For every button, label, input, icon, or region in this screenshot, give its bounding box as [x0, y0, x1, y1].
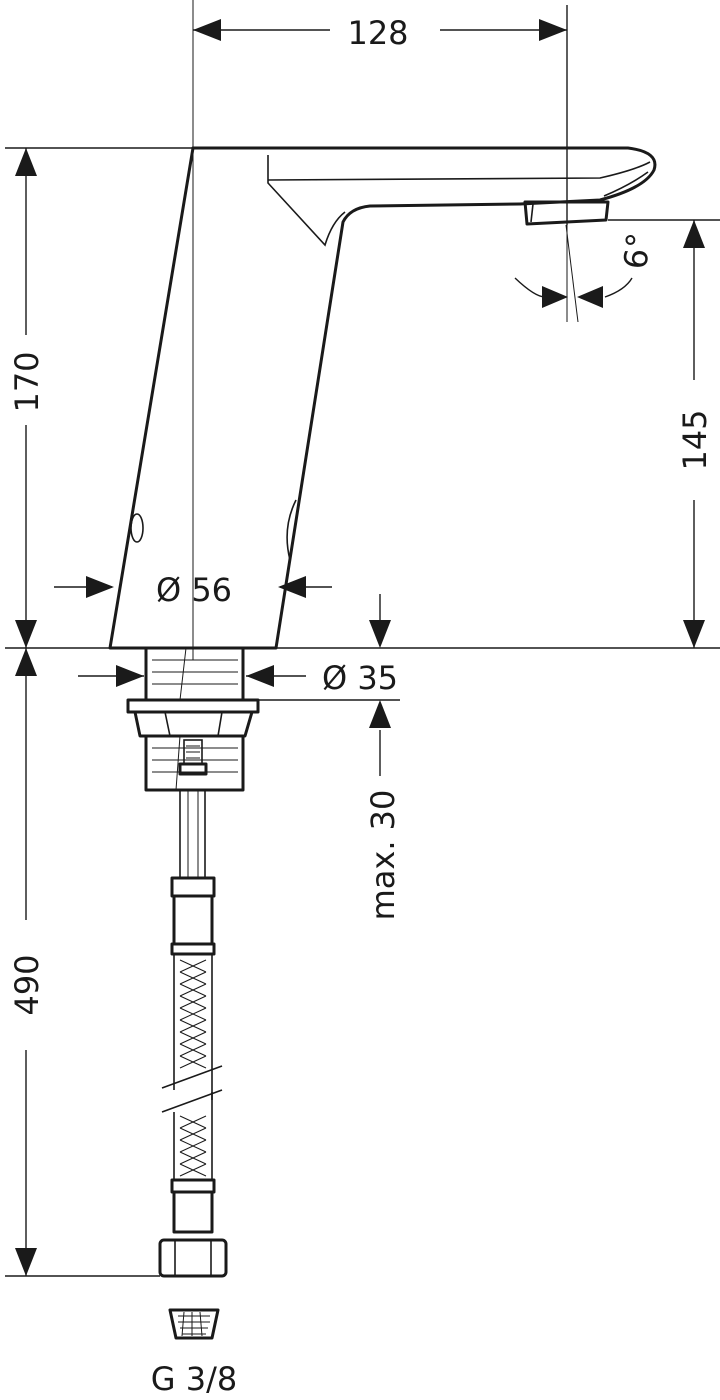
dim-shank-diameter	[78, 665, 306, 687]
arrow-head	[369, 700, 391, 728]
arrow-head	[15, 148, 37, 176]
arrow-head	[116, 665, 144, 687]
arrow-head	[577, 286, 603, 308]
arrow-head	[683, 620, 705, 648]
outlet-tilt-line	[565, 224, 579, 323]
dim-label-spout-height: 145	[676, 409, 714, 470]
dim-label-body-diameter: Ø 56	[156, 571, 232, 609]
arrow-head	[15, 1248, 37, 1276]
dim-label-shank-diameter: Ø 35	[322, 659, 398, 697]
dim-spout-height	[608, 219, 720, 648]
arrow-head	[369, 620, 391, 648]
arrow-head	[193, 19, 221, 41]
dim-spout-reach	[193, 5, 568, 225]
dim-label-max-counter-thickness: max. 30	[364, 790, 402, 921]
arrow-head	[683, 220, 705, 248]
arrow-head	[246, 665, 274, 687]
mounting-shank	[126, 646, 260, 792]
dim-hose-length	[5, 648, 160, 1277]
dim-body-diameter	[54, 576, 332, 598]
arrow-head	[86, 576, 114, 598]
dim-label-spout-reach: 128	[347, 14, 408, 52]
arrow-head	[15, 620, 37, 648]
label-connection-thread: G 3/8	[151, 1360, 237, 1398]
arrow-head	[539, 19, 567, 41]
dim-label-overall-height: 170	[8, 351, 46, 412]
dim-label-spout-angle: 6°	[616, 231, 658, 271]
connection-hose	[158, 789, 228, 1278]
dim-label-hose-length: 490	[8, 954, 46, 1015]
dim-overall-height	[5, 147, 720, 649]
aerator	[523, 200, 610, 226]
arrow-head	[278, 576, 306, 598]
arrow-head	[542, 286, 568, 308]
dim-max-counter-thickness	[258, 594, 400, 776]
faucet-body	[108, 146, 657, 650]
dim-spout-angle	[514, 277, 633, 308]
arrow-head	[15, 648, 37, 676]
strainer-filter	[168, 1308, 220, 1340]
